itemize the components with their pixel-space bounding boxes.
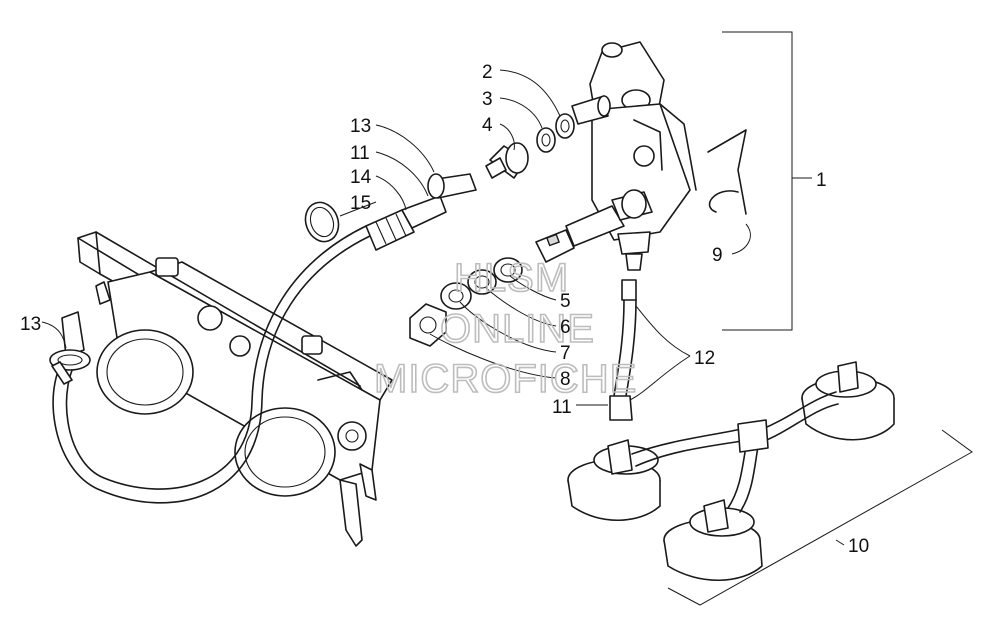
fuel-hose <box>52 225 371 504</box>
watermark-line1: HLSM <box>454 256 569 300</box>
callout-7: 7 <box>560 343 571 364</box>
fitting <box>485 142 529 179</box>
leader-lines <box>41 31 973 606</box>
watermark-line2: ONLINE <box>440 307 595 351</box>
watermark: HLSM ONLINE MICROFICHE <box>373 255 637 402</box>
callout-2: 2 <box>482 62 493 83</box>
callout-5: 5 <box>560 291 571 312</box>
callout-4: 4 <box>482 115 493 136</box>
callout-13-left: 13 <box>20 314 41 335</box>
callout-14: 14 <box>350 167 372 188</box>
throttle-body-assembly <box>77 231 393 547</box>
fuel-pickup-assembly <box>567 361 895 581</box>
callout-3: 3 <box>482 89 493 110</box>
wire-clip <box>707 129 747 215</box>
callout-1: 1 <box>816 170 827 191</box>
short-hose <box>609 279 637 421</box>
washers <box>536 113 575 153</box>
callout-10: 10 <box>848 536 869 557</box>
retaining-ring <box>304 201 340 243</box>
callout-9: 9 <box>712 245 723 266</box>
callout-11-upper: 11 <box>350 143 370 164</box>
callout-11-lower: 11 <box>552 397 572 418</box>
callouts: 1 2 3 4 5 6 7 8 9 10 11 11 12 13 13 14 1… <box>20 62 869 557</box>
callout-13-upper: 13 <box>350 116 371 137</box>
hose-clamp-left <box>49 311 91 385</box>
nuts-and-washers <box>409 257 523 347</box>
callout-12: 12 <box>694 348 715 369</box>
fuel-regulator <box>535 41 697 271</box>
callout-6: 6 <box>560 317 571 338</box>
callout-8: 8 <box>560 369 571 390</box>
hose-fitting-ribbed <box>365 173 477 251</box>
watermark-line3: MICROFICHE <box>374 357 637 401</box>
callout-15: 15 <box>350 193 371 214</box>
